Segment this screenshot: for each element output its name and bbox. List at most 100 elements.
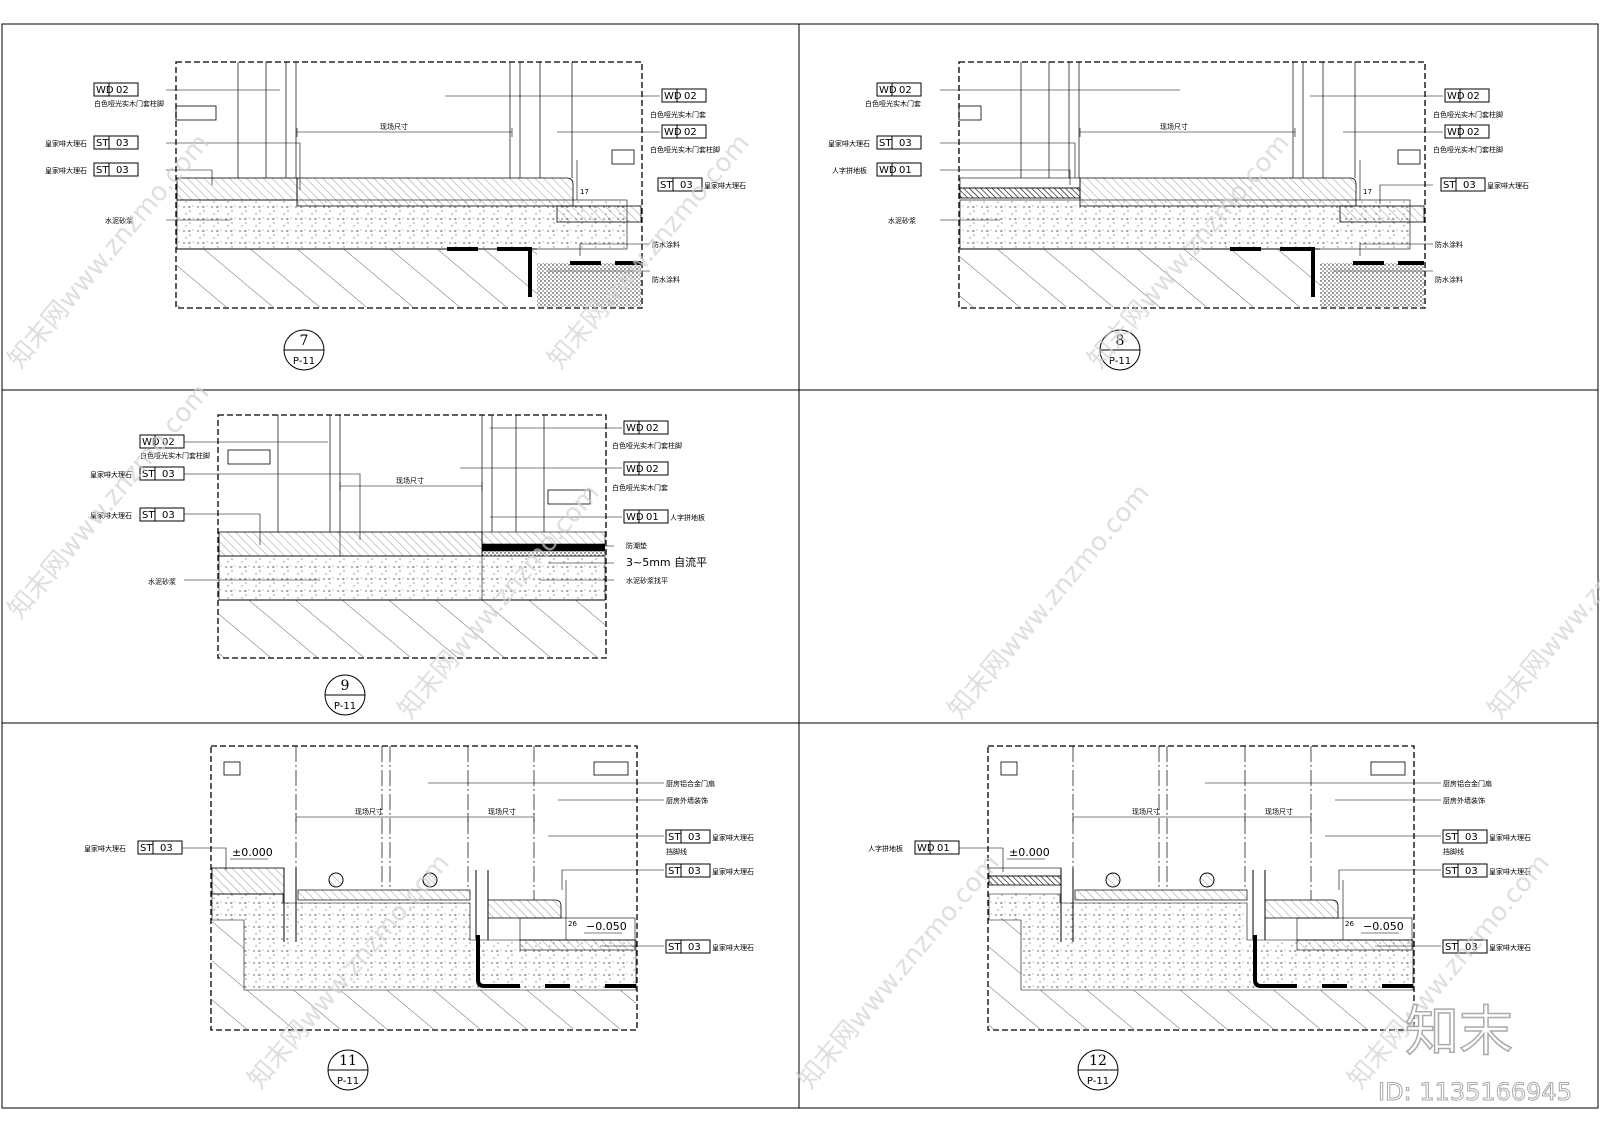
note: 皇家啡大理石 [90, 511, 132, 520]
svg-text:03: 03 [899, 138, 912, 149]
svg-text:ST: ST [879, 138, 892, 149]
tag-st03: ST 03 [1442, 863, 1488, 878]
svg-text:03: 03 [1465, 866, 1478, 877]
note: 厨房铝合金门扇 [666, 779, 715, 788]
note: 水泥砂浆 [148, 577, 176, 586]
svg-text:ST: ST [1445, 832, 1458, 843]
tag-st03: ST 03 [137, 840, 183, 855]
svg-text:03: 03 [688, 866, 701, 877]
svg-text:ST: ST [1443, 180, 1456, 191]
note: 挡脚线 [666, 847, 687, 856]
note: 白色哑光实木门套柱脚 [612, 441, 682, 450]
svg-text:02: 02 [1467, 127, 1480, 138]
svg-text:03: 03 [162, 469, 175, 480]
tag-st03: ST 03 [657, 177, 703, 192]
detail-bubble-7: 7 P-11 [283, 329, 325, 371]
svg-text:02: 02 [646, 464, 659, 475]
svg-text:03: 03 [680, 180, 693, 191]
svg-text:ST: ST [668, 832, 681, 843]
svg-text:P-11: P-11 [1087, 1076, 1109, 1087]
brand-logo: 知末 [1405, 1000, 1513, 1063]
svg-text:03: 03 [116, 138, 129, 149]
svg-text:02: 02 [646, 423, 659, 434]
detail-bubble-11: 11 P-11 [327, 1049, 369, 1091]
svg-text:ST: ST [660, 180, 673, 191]
note: 皇家啡大理石 [84, 844, 126, 853]
svg-text:11: 11 [339, 1053, 357, 1069]
svg-text:知末网www.znzmo.com: 知末网www.znzmo.com [2, 378, 215, 624]
note: 白色哑光实木门套 [865, 99, 921, 108]
note: 防潮垫 [626, 541, 647, 550]
detail-bubble-9: 9 P-11 [324, 674, 366, 716]
note: 白色哑光实木门套柱脚 [1433, 145, 1503, 154]
note: 挡脚线 [1443, 847, 1464, 856]
svg-text:WD: WD [626, 464, 644, 475]
note: 厨房外墙装饰 [666, 796, 708, 805]
svg-text:03: 03 [116, 165, 129, 176]
svg-text:03: 03 [1465, 942, 1478, 953]
note: 皇家啡大理石 [1489, 833, 1531, 842]
svg-text:ST: ST [140, 843, 153, 854]
note: 3~5mm 自流平 [626, 555, 707, 569]
svg-text:12: 12 [1089, 1053, 1107, 1069]
svg-text:03: 03 [160, 843, 173, 854]
note: 白色哑光实木门套 [650, 110, 706, 119]
svg-text:WD: WD [142, 437, 160, 448]
note: 皇家啡大理石 [45, 166, 87, 175]
svg-text:WD: WD [1447, 91, 1465, 102]
note: 白色哑光实木门套柱脚 [1433, 110, 1503, 119]
svg-text:WD: WD [664, 127, 682, 138]
level-zero: ±0.000 [1009, 846, 1050, 859]
svg-text:ST: ST [96, 138, 109, 149]
svg-text:02: 02 [162, 437, 175, 448]
svg-text:WD: WD [626, 423, 644, 434]
svg-text:ST: ST [668, 866, 681, 877]
dim-label: 现场尺寸 [396, 476, 424, 485]
svg-text:WD: WD [96, 85, 114, 96]
svg-text:ST: ST [1445, 866, 1458, 877]
detail-bubble-12: 12 P-11 [1077, 1049, 1119, 1091]
level-minus: −0.050 [586, 920, 627, 933]
note: 皇家啡大理石 [712, 943, 754, 952]
svg-text:01: 01 [646, 512, 659, 523]
svg-text:03: 03 [688, 942, 701, 953]
tag-st03: ST 03 [876, 135, 922, 150]
note: 白色哑光实木门套 [612, 483, 668, 492]
svg-text:WD: WD [1447, 127, 1465, 138]
svg-text:ST: ST [668, 942, 681, 953]
note: 水泥砂浆 [888, 216, 916, 225]
svg-text:WD: WD [626, 512, 644, 523]
svg-text:知末网www.znzmo.com: 知末网www.znzmo.com [542, 128, 755, 374]
note: 皇家啡大理石 [1489, 867, 1531, 876]
sheet-frame [1, 23, 1599, 1109]
svg-text:02: 02 [116, 85, 129, 96]
svg-text:01: 01 [937, 843, 950, 854]
svg-text:P-11: P-11 [337, 1076, 359, 1087]
svg-text:03: 03 [1463, 180, 1476, 191]
svg-text:知末网www.znzmo.com: 知末网www.znzmo.com [942, 478, 1155, 724]
note: 防水涂料 [1435, 275, 1463, 284]
tag-st03: ST 03 [93, 135, 139, 150]
svg-text:02: 02 [899, 85, 912, 96]
level-zero: ±0.000 [232, 846, 273, 859]
note: 皇家啡大理石 [90, 470, 132, 479]
note: 防水涂料 [652, 275, 680, 284]
dim-17: 17 [1363, 188, 1372, 196]
tag-st03: ST 03 [665, 939, 711, 954]
dim-label: 现场尺寸 [1160, 122, 1188, 131]
